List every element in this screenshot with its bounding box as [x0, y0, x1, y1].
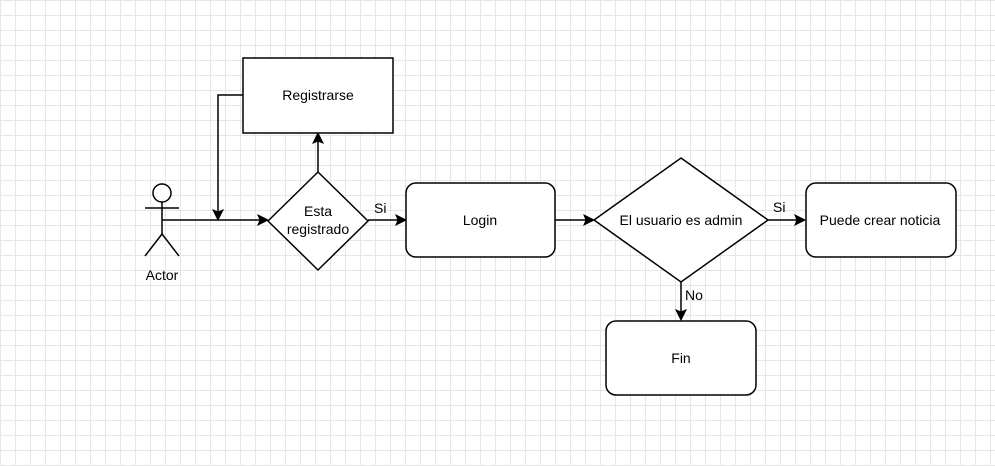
actor-figure[interactable] — [144, 183, 180, 257]
login-node[interactable]: Login — [405, 182, 556, 258]
actor-left-leg — [144, 233, 163, 257]
esta-registrado-diamond — [266, 170, 370, 272]
esta-registrado-label-line1: Esta — [304, 203, 332, 219]
edge-login-to-admin[interactable] — [555, 213, 596, 227]
esta-registrado-label-line2: registrado — [287, 221, 349, 237]
edge-label-si-2: Si — [773, 199, 785, 215]
edge-admin-to-fin[interactable] — [674, 282, 688, 322]
actor-right-leg — [161, 233, 180, 257]
actor-head — [152, 183, 172, 203]
edge-admin-to-noticia[interactable] — [768, 213, 807, 227]
login-label: Login — [463, 212, 497, 228]
fin-node[interactable]: Fin — [605, 320, 757, 396]
edge-registrado-to-login[interactable] — [368, 213, 408, 227]
edge-registrarse-to-main[interactable] — [211, 94, 243, 222]
puede-crear-noticia-label: Puede crear noticia — [820, 212, 941, 228]
fin-box — [605, 320, 757, 396]
usuario-admin-decision[interactable]: El usuario es admin — [592, 157, 770, 283]
edge-label-si-1: Si — [374, 200, 386, 216]
esta-registrado-decision[interactable]: Esta registrado — [266, 170, 370, 272]
edge-actor-to-decision[interactable] — [162, 213, 270, 227]
registrarse-box — [242, 57, 394, 134]
puede-crear-noticia-box — [805, 182, 957, 258]
edge-decision-to-registrarse[interactable] — [311, 131, 325, 172]
usuario-admin-label: El usuario es admin — [620, 212, 743, 228]
registrarse-label: Registrarse — [282, 87, 354, 103]
registrarse-node[interactable]: Registrarse — [242, 57, 394, 134]
puede-crear-noticia-node[interactable]: Puede crear noticia — [805, 182, 957, 258]
actor-label: Actor — [146, 267, 179, 283]
edge-label-no: No — [685, 287, 703, 303]
fin-label: Fin — [671, 350, 690, 366]
